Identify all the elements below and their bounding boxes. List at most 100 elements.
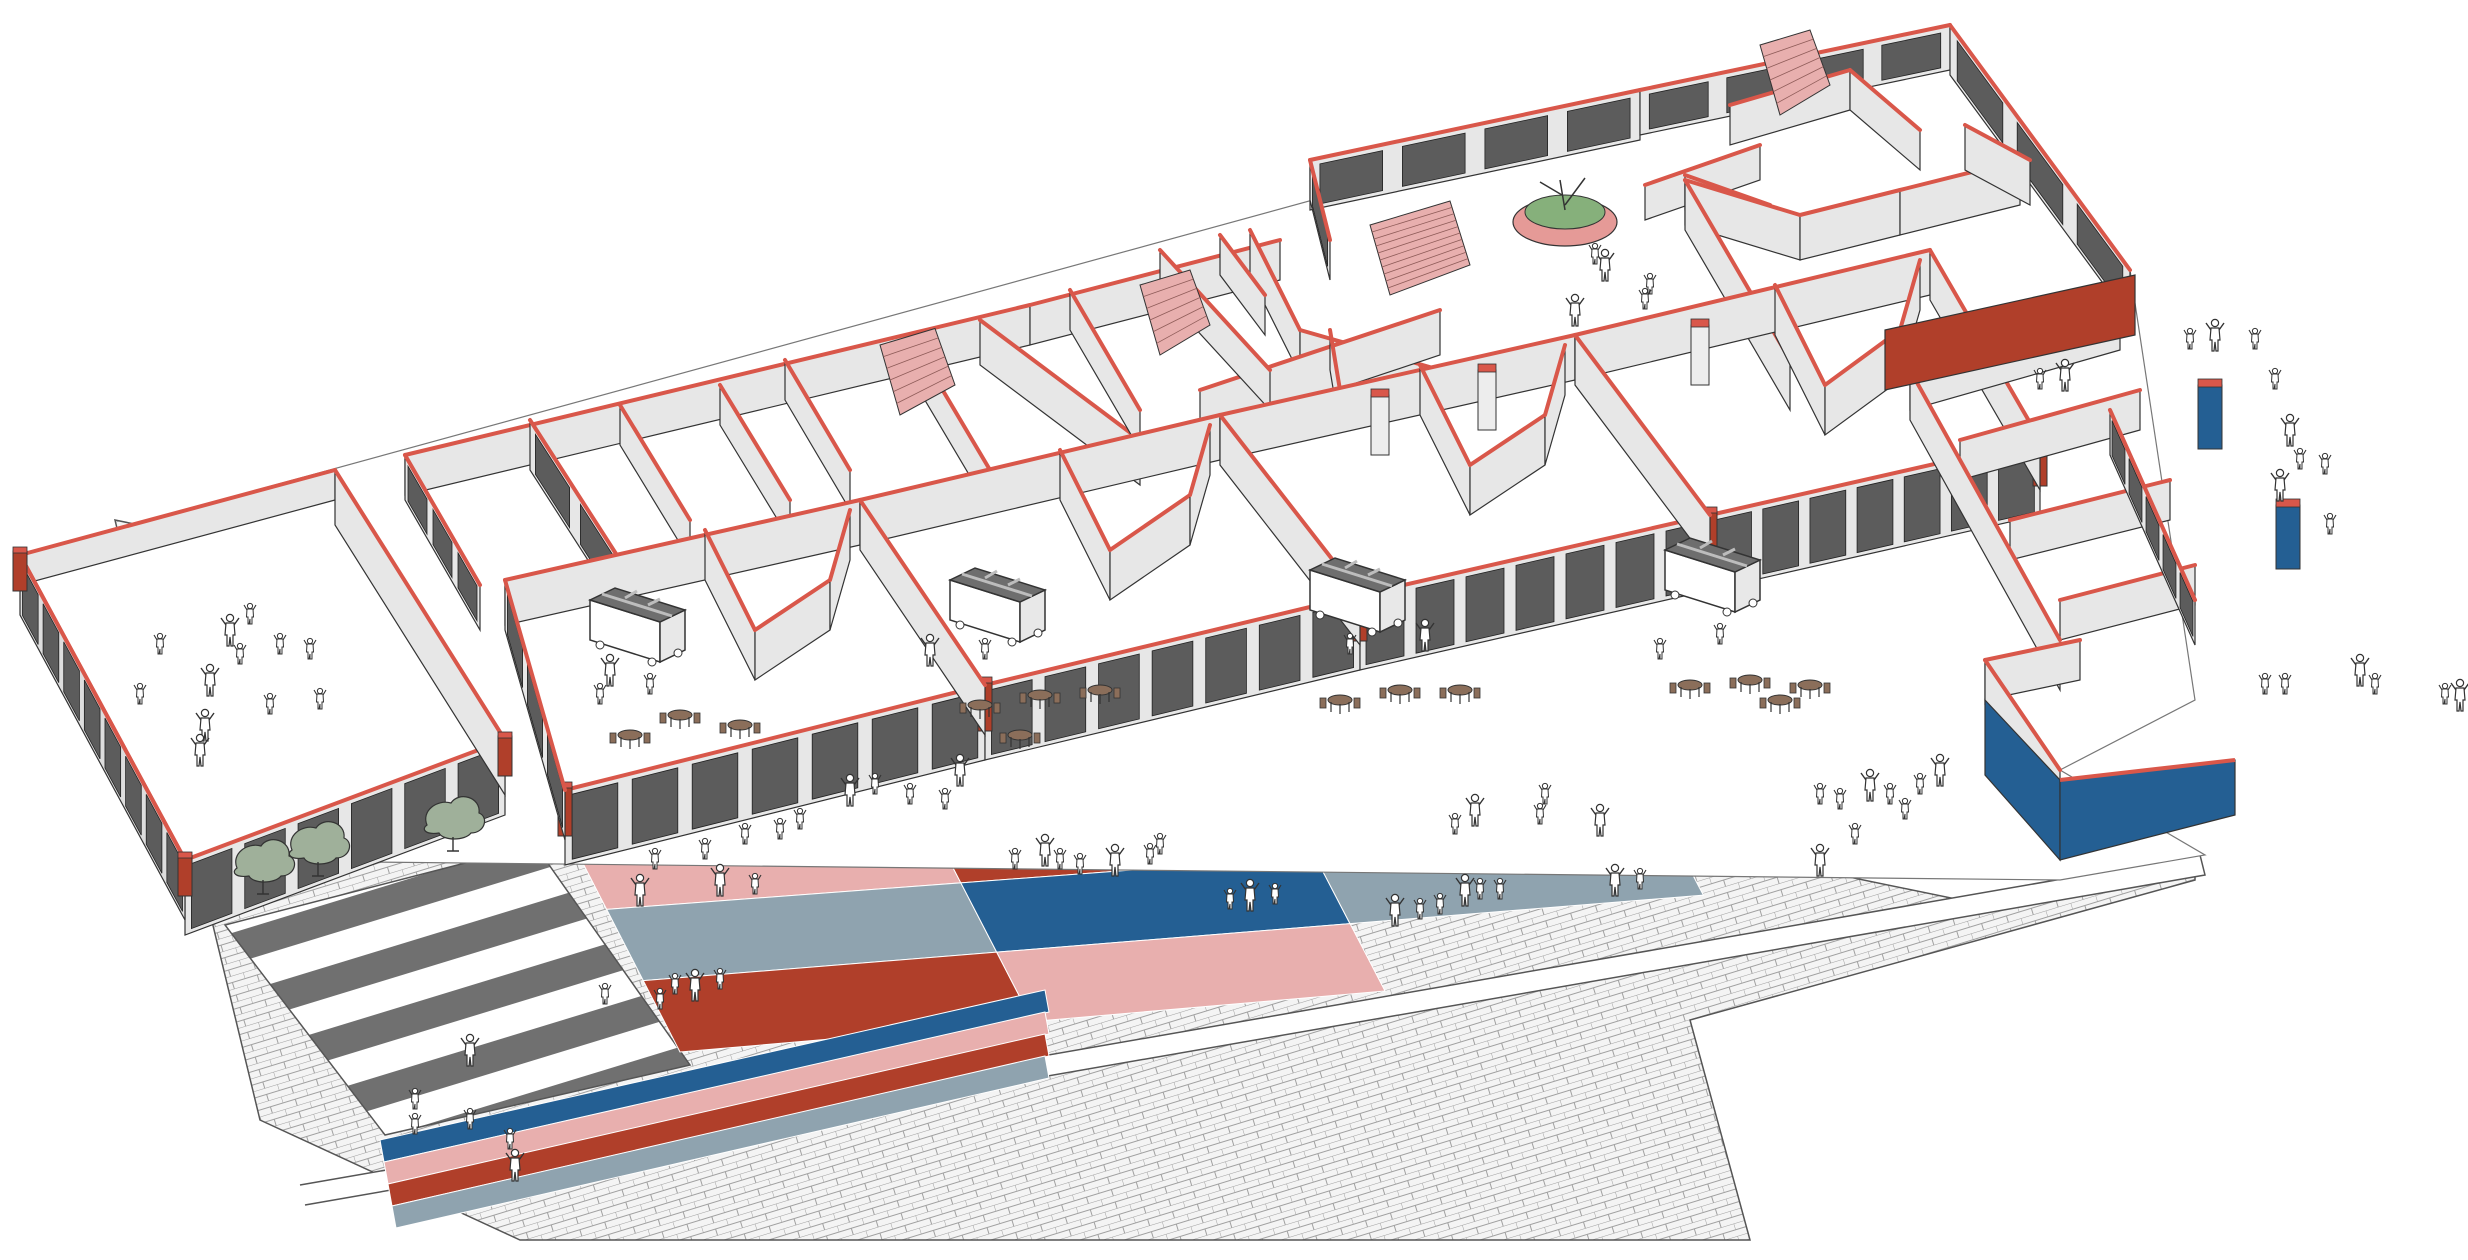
glass-panel [1881,32,1942,81]
stair-flight [1369,200,1471,296]
glass-panel [104,717,122,798]
glass-panel [2145,496,2160,561]
stair-tread [1146,287,1197,309]
top-left-return [1308,158,1332,281]
wall-top [183,738,507,862]
pillar [1370,388,1390,456]
stair-tread [1373,213,1455,240]
top-back-wall [1308,88,1642,211]
glass-panel [1484,115,1548,170]
wall-top [1958,388,2142,442]
wall-top [1683,178,1802,217]
person-figure-icon [2248,327,2262,350]
glass-panel [1856,478,1894,554]
stair-tread [883,337,939,358]
stair-tread [896,375,952,404]
wall-top [1358,513,1712,597]
stair-tread [1371,207,1453,233]
stair-tread [1156,315,1207,344]
pillar-cap [1690,318,1710,328]
stair-tread [1153,306,1204,333]
person-figure-icon [2278,672,2292,695]
glass-panel [2111,420,2126,485]
glass-panel [1648,81,1709,130]
glass-panel [1615,533,1655,608]
pillar-cap [1477,363,1497,373]
stair-tread [1387,258,1469,289]
zebra-crossing [223,844,692,1136]
glass-panel [407,464,428,536]
right-wing-glass [2108,408,2197,646]
person-figure-icon [2350,653,2370,687]
glass-panel [2179,572,2194,637]
pier-body [177,855,193,897]
plaza-band-1 [383,1011,1050,1185]
wall-top [1898,258,1922,332]
planter-tree [1539,177,1586,211]
stair-tread [1773,66,1824,93]
wall-top [1963,123,2032,162]
person-figure-icon [2450,678,2468,712]
stair-tread [1381,239,1463,268]
wall-top [1983,658,2062,772]
pier-body [497,735,513,777]
stair-tread [1379,232,1461,261]
stair-tread [1377,226,1459,254]
zebra-stripes [223,844,692,1136]
wall-top [1643,143,1762,187]
wall-top [783,358,852,472]
blue-column-icon [2197,378,2223,450]
upper-room-b [1848,68,1922,172]
glass-panel [1151,640,1194,717]
stair-icon [1139,269,1211,356]
red-accent-wall [1884,274,2136,391]
wall-top [403,453,482,587]
person-figure-icon [2280,413,2300,447]
classroom-front-glass-0 [563,683,987,866]
wall-top [1468,413,1547,467]
glass-panel [691,752,739,830]
glass-panel [1956,39,2004,145]
blue-column-body [2197,384,2223,450]
wall-top [1948,23,2132,272]
wall-top [618,403,692,522]
person-figure-icon [2183,327,2197,350]
stair-tread [886,346,942,369]
plaza-band-3 [391,1055,1050,1229]
wall-top [1058,448,1112,552]
wall-top [978,318,1142,442]
wall-top [1573,248,1932,337]
wall-top [1248,228,1302,332]
glass-panel [1903,468,1941,543]
blue-column-cap [2197,378,2223,388]
classroom-side-wall-1 [858,498,987,737]
wall-top [1908,368,2062,642]
glass-panel [1515,556,1555,631]
glass-panel [1258,614,1301,691]
stair-tread [1776,75,1827,104]
annex-top [2059,758,2236,782]
glass-panel [1319,150,1383,205]
wall-top [503,578,567,792]
wall-top [18,468,337,557]
wall-top [1308,88,1642,162]
stair-tread [1763,38,1814,58]
glass-panel [1465,567,1505,643]
stair-tread [889,356,946,381]
classroom-front-glass-1 [983,593,1362,761]
classroom-front-glass-2 [1358,513,1712,671]
pillar-body [1690,324,1710,386]
glass-panel [991,679,1033,755]
stair-tread [1385,251,1467,282]
wall-top [1798,188,1902,217]
person-figure-icon [2438,682,2452,705]
pier-cap [497,731,513,739]
wall-top [1773,283,1827,387]
wall-top [1108,493,1192,552]
planter-lawn [1524,194,1606,230]
stair-icon [879,327,956,416]
circular-planter-icon [1512,177,1618,247]
wall-top [1188,423,1212,497]
wall-top [1418,363,1472,467]
